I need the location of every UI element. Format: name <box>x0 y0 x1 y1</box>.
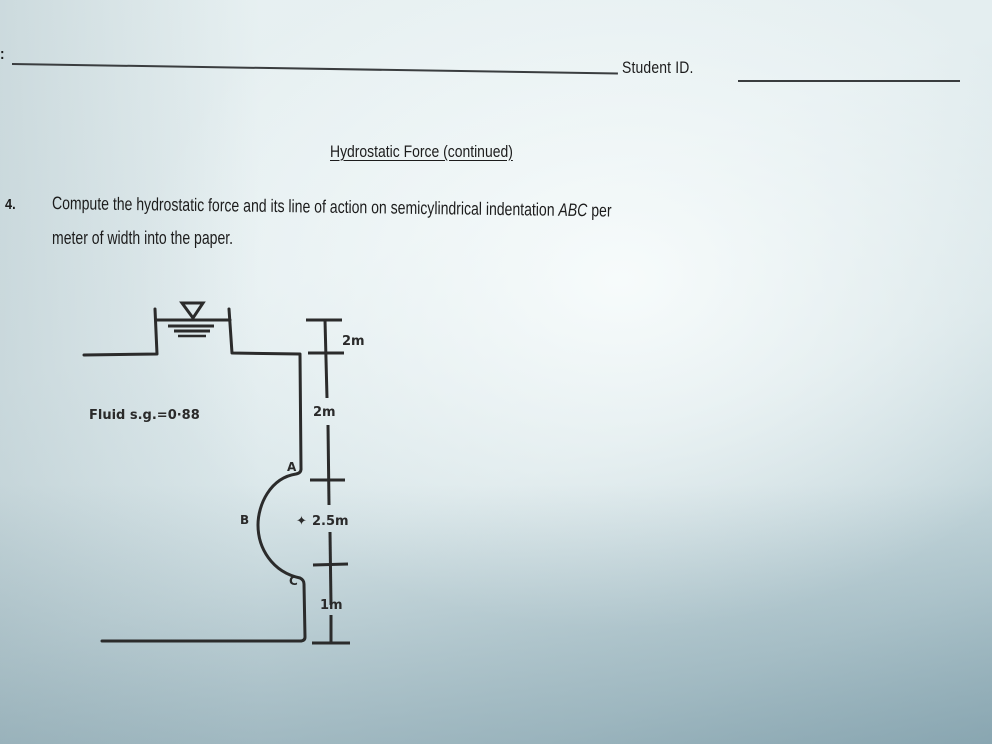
dim-label-top-gap: 2m <box>342 334 365 349</box>
point-label-c: C <box>289 574 298 588</box>
name-label-fragment: : <box>0 46 5 63</box>
dim-label-diameter-value: 2.5m <box>312 514 349 529</box>
semicircular-indentation <box>100 467 307 643</box>
question-text-line2: meter of width into the paper. <box>52 228 234 248</box>
tank-left-step <box>82 307 159 357</box>
student-id-blank-line <box>738 80 960 82</box>
fluid-specific-gravity-label: Fluid s.g.=0·88 <box>89 408 200 423</box>
dim-label-diameter: ✦ <box>296 514 307 529</box>
dimension-line <box>306 318 350 645</box>
point-label-b: B <box>240 513 249 527</box>
section-title: Hydrostatic Force (continued) <box>330 142 513 161</box>
student-id-label: Student ID. <box>622 58 694 77</box>
dim-label-c-to-bottom: 1m <box>320 598 343 613</box>
dim-label-wall-to-a: 2m <box>313 405 336 420</box>
question-number: 4. <box>5 196 16 213</box>
free-surface-icon <box>168 301 214 338</box>
tank-right-step <box>227 307 303 471</box>
point-label-a: A <box>287 460 297 474</box>
